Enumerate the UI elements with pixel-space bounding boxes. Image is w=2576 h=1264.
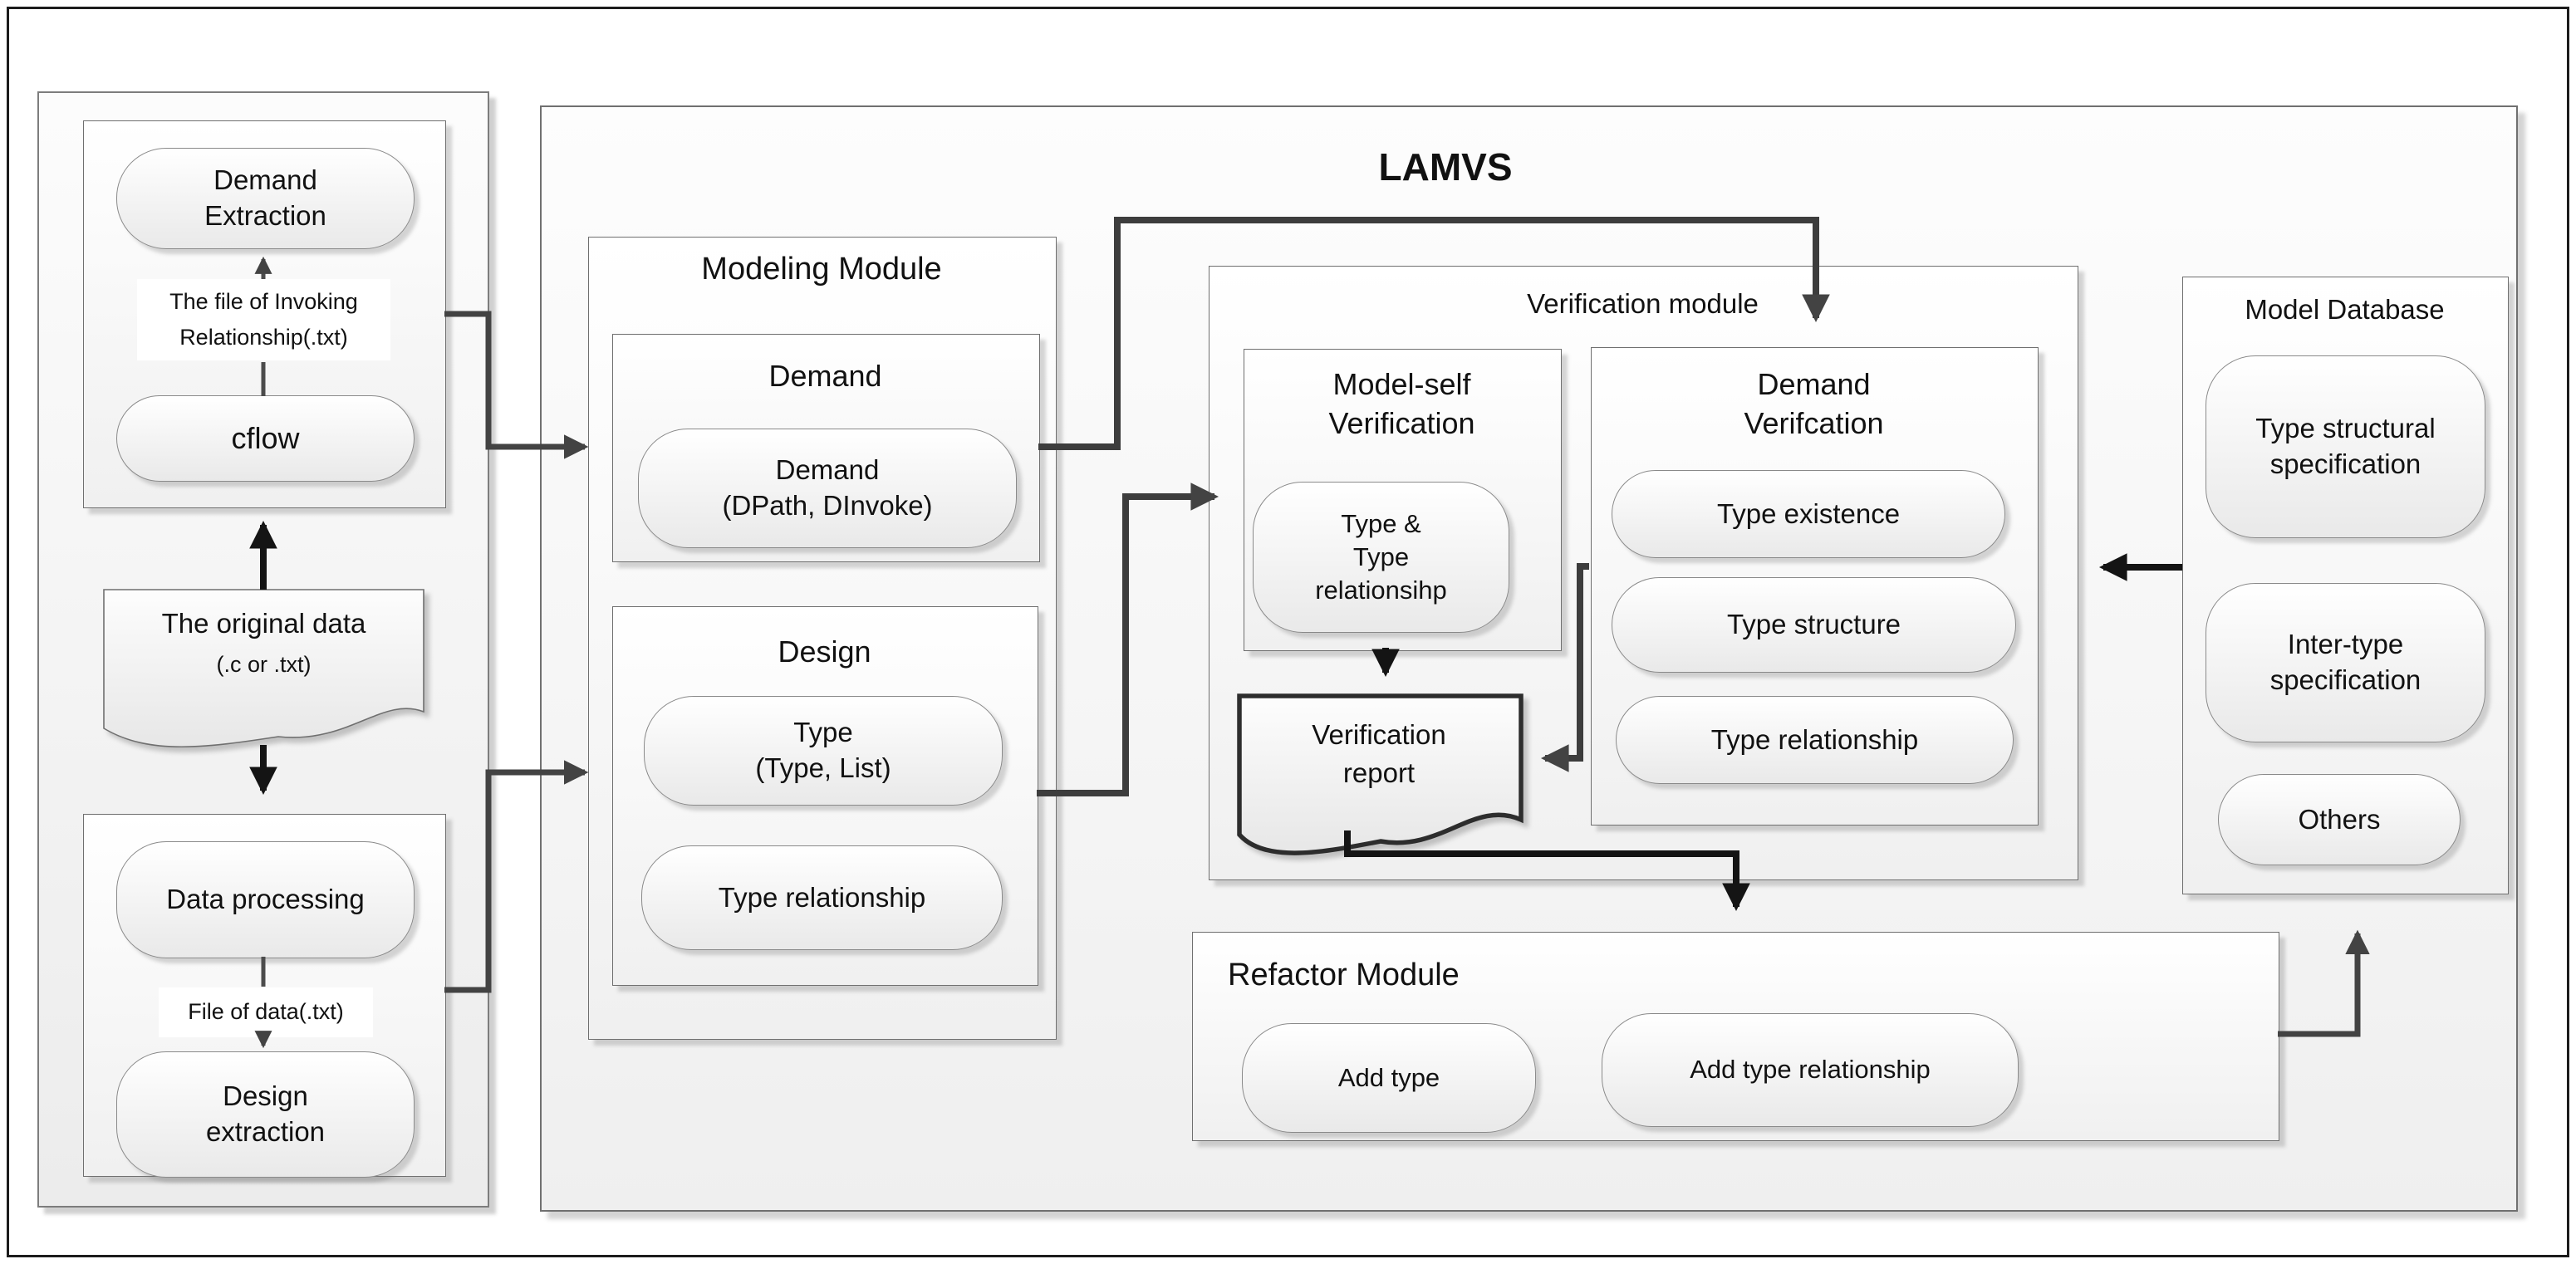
others-node: Others [2218,774,2461,865]
type-structural-spec-node: Type structural specification [2206,355,2485,538]
design-extraction-node: Design extraction [116,1051,415,1178]
invoking-relationship-label: The file of Invoking Relationship(.txt) [137,279,390,360]
type-relationship-node: Type relationship [641,845,1003,950]
type-node: Type (Type, List) [644,696,1003,806]
add-type-node: Add type [1242,1023,1536,1133]
data-processing-node: Data processing [116,841,415,958]
lamvs-title: LAMVS [1378,145,1513,189]
verification-module-title: Verification module [1527,288,1759,319]
inter-type-spec-node: Inter-type specification [2206,583,2485,742]
verification-report-text: Verification report [1312,719,1446,789]
demand-node: Demand (DPath, DInvoke) [638,429,1017,548]
modeling-module-title: Modeling Module [701,252,942,287]
demand-box-title: Demand [768,359,882,393]
cflow-node: cflow [116,395,415,482]
model-self-node: Type & Type relationsihp [1253,482,1509,633]
original-data-title: The original data [161,608,366,639]
original-data-subtitle: (.c or .txt) [216,652,312,677]
add-type-relationship-node: Add type relationship [1602,1013,2019,1127]
model-self-verification-title: Model-self Verification [1328,367,1475,440]
type-relationship-check-node: Type relationship [1616,696,2014,784]
file-of-data-label: File of data(.txt) [159,987,373,1037]
demand-verification-title: Demand Verifcation [1744,367,1884,440]
refactor-module-title: Refactor Module [1228,958,1460,992]
type-existence-node: Type existence [1612,470,2005,558]
demand-extraction-node: Demand Extraction [116,148,415,249]
type-structure-node: Type structure [1612,577,2016,673]
model-database-title: Model Database [2245,294,2445,325]
design-box-title: Design [778,634,871,669]
